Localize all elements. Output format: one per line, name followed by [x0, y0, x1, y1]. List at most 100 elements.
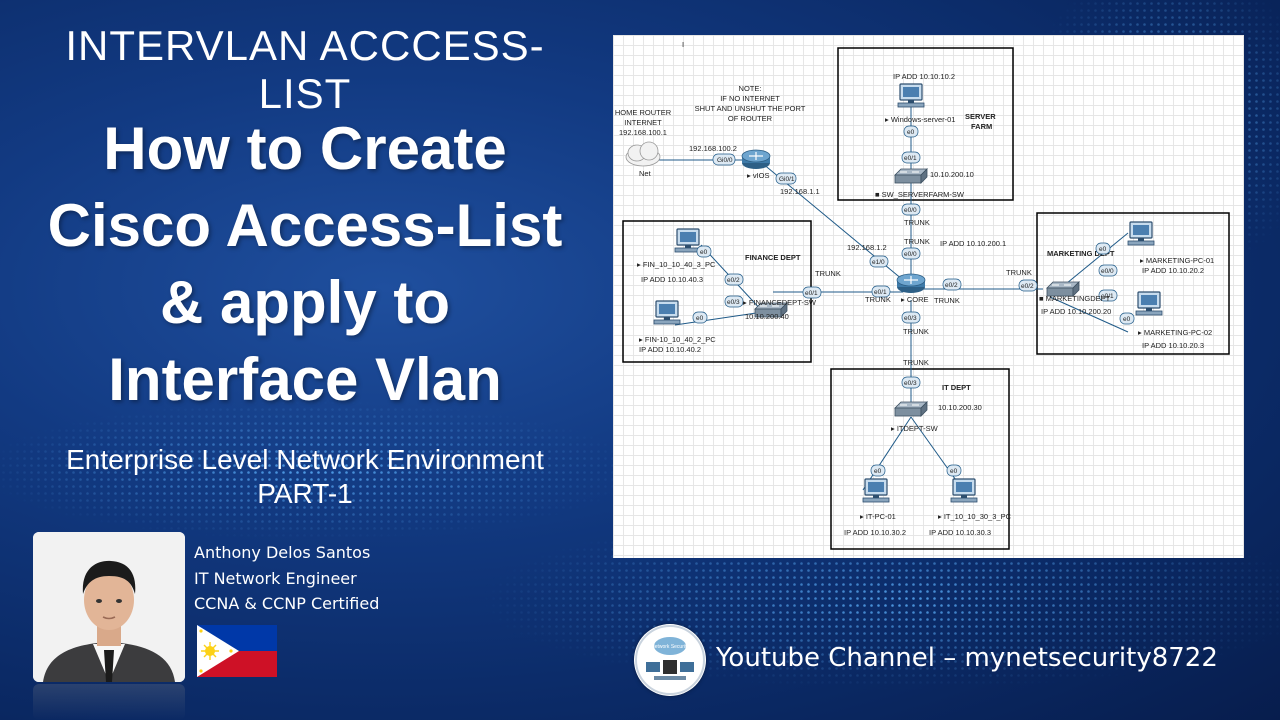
- core-e01-port: [871, 285, 891, 298]
- core-e10-label: e1/0: [872, 259, 885, 266]
- trunk-label-core-left: TRUNK: [865, 295, 891, 304]
- server-farm-group: [837, 47, 1014, 201]
- server-e0-port: [903, 125, 919, 138]
- trunk-label-marketing: TRUNK: [1006, 268, 1032, 277]
- core-vlan-ip: IP ADD 10.10.200.1: [940, 239, 1006, 248]
- trunk-label-core-bottom: TRUNK: [903, 327, 929, 336]
- core-e02-port: [942, 278, 962, 291]
- vios-gi00-ip: 192.168.100.2: [689, 144, 737, 153]
- finance-pc2-name: ▸ FIN-10_10_40_2_PC: [639, 335, 716, 344]
- serverfarm-sw-e00-port: [901, 203, 921, 216]
- trunk-label-core-right: TRUNK: [934, 296, 960, 305]
- note-line-1: NOTE:: [739, 84, 762, 93]
- author-role: IT Network Engineer: [194, 568, 357, 588]
- it-pc1-ip: IP ADD 10.10.30.2: [844, 528, 906, 537]
- server-ip: IP ADD 10.10.10.2: [893, 72, 955, 81]
- topology-canvas: I NOTE: IF NO INTERNET SHUT AND UNSHUT T…: [615, 40, 1230, 550]
- network-security-logo-icon: Network Security: [635, 625, 705, 695]
- core-e03-label: e0/3: [904, 315, 917, 322]
- author-info: Anthony Delos Santos IT Network Engineer…: [194, 540, 379, 617]
- it-sw-e03-port: [901, 376, 921, 389]
- author-name: Anthony Delos Santos: [194, 543, 371, 562]
- logo-text: Network Security: [651, 644, 689, 650]
- finance-pc2-icon: [653, 300, 681, 325]
- router-note: NOTE: IF NO INTERNET SHUT AND UNSHUT THE…: [695, 84, 806, 123]
- marketing-pc1-e0-label: e0: [1099, 246, 1107, 253]
- author-certification: CCNA & CCNP Certified: [194, 594, 380, 613]
- marketing-pc2-icon: [1135, 291, 1163, 316]
- marketing-sw-e02-label: e0/2: [1021, 283, 1034, 290]
- core-router-icon: [896, 273, 926, 294]
- finance-sw-ip: 10.10.200.40: [745, 312, 789, 321]
- finance-sw-e01-label: e0/1: [805, 290, 818, 297]
- it-pc2-e0-label: e0: [950, 468, 958, 475]
- vios-gi01-label: Gi0/1: [779, 176, 795, 183]
- serverfarm-sw-e01-port: [901, 151, 921, 164]
- vios-label: ▸ vIOS: [747, 171, 770, 180]
- finance-sw-e02-port: [724, 273, 744, 286]
- series-title: INTERVLAN ACCCESS-LIST: [65, 22, 545, 117]
- trunk-label-server: TRUNK: [904, 218, 930, 227]
- headline: How to Create Cisco Access-List & apply …: [10, 110, 600, 418]
- core-e01-label: e0/1: [874, 289, 887, 296]
- serverfarm-sw-name: ■ SW_SERVERFARM-SW: [875, 190, 965, 199]
- finance-pc1-e0-port: [696, 245, 712, 258]
- note-line-3: SHUT AND UNSHUT THE PORT: [695, 104, 806, 113]
- serverfarm-sw-e01-label: e0/1: [904, 155, 917, 162]
- headline-line-1: How to Create: [103, 115, 507, 182]
- marketing-pc1-name: ▸ MARKETING-PC-01: [1140, 256, 1214, 265]
- it-pc1-name: ▸ IT-PC-01: [860, 512, 896, 521]
- finance-sw-e01-port: [802, 286, 822, 299]
- finance-pc2-e0-label: e0: [696, 315, 704, 322]
- marketing-pc2-e0-port: [1119, 312, 1135, 325]
- it-switch-icon: [894, 401, 928, 417]
- it-sw-e03-label: e0/3: [904, 380, 917, 387]
- diagram-marker: I: [682, 40, 684, 49]
- author-photo-reflection: [33, 684, 185, 720]
- it-pc2-icon: [950, 478, 978, 503]
- philippine-flag-icon: [197, 625, 277, 677]
- it-pc2-e0-port: [946, 464, 962, 477]
- marketing-sw-e00-port: [1098, 264, 1118, 277]
- vios-gi00-port: [712, 153, 736, 166]
- finance-pc2-e0-port: [692, 311, 708, 324]
- marketing-sw-e01-label: e0/1: [1101, 293, 1114, 300]
- channel-logo: Network Security: [634, 624, 706, 696]
- marketing-pc2-e0-label: e0: [1123, 316, 1131, 323]
- marketing-pc2-name: ▸ MARKETING-PC-02: [1138, 328, 1212, 337]
- home-router-line-1: HOME ROUTER: [615, 108, 672, 117]
- note-line-4: OF ROUTER: [728, 114, 773, 123]
- trunk-label-it: TRUNK: [903, 358, 929, 367]
- finance-pc1-icon: [674, 228, 702, 253]
- vios-gi01-port: [775, 172, 797, 185]
- subtitle-line-2: PART-1: [257, 478, 353, 509]
- trunk-label-core-top: TRUNK: [904, 237, 930, 246]
- it-pc1-e0-label: e0: [874, 468, 882, 475]
- server-e0-label: e0: [907, 129, 915, 136]
- vios-router-icon: [741, 149, 771, 170]
- trunk-label-finance: TRUNK: [815, 269, 841, 278]
- network-topology-diagram: I NOTE: IF NO INTERNET SHUT AND UNSHUT T…: [613, 35, 1244, 558]
- note-line-2: IF NO INTERNET: [720, 94, 780, 103]
- core-gi-ip: 192.168.1.2: [847, 243, 887, 252]
- vios-gi01-ip: 192.168.1.1: [780, 187, 820, 196]
- core-e03-port: [901, 311, 921, 324]
- core-e02-label: e0/2: [945, 282, 958, 289]
- it-sw-name: ▸ ITDEPT-SW: [891, 424, 939, 433]
- home-router-line-2: INTERNET: [624, 118, 662, 127]
- marketing-pc2-ip: IP ADD 10.10.20.3: [1142, 341, 1204, 350]
- server-farm-title-1: SERVER: [965, 112, 996, 121]
- server-name: ▸ Windows-server-01: [885, 115, 955, 124]
- it-pc1-e0-port: [870, 464, 886, 477]
- vios-gi00-label: Gi0/0: [717, 157, 733, 164]
- marketing-title: MARKETING DEPT: [1047, 249, 1115, 258]
- channel-text: Youtube Channel – mynetsecurity8722: [716, 643, 1218, 673]
- finance-pc1-ip: IP ADD 10.10.40.3: [641, 275, 703, 284]
- finance-title: FINANCE DEPT: [745, 253, 801, 262]
- server-farm-title-2: FARM: [971, 122, 992, 131]
- net-label: Net: [639, 169, 652, 178]
- headline-line-3: & apply to: [159, 269, 450, 336]
- finance-pc2-ip: IP ADD 10.10.40.2: [639, 345, 701, 354]
- serverfarm-sw-ip: 10.10.200.10: [930, 170, 974, 179]
- subtitle: Enterprise Level Network Environment PAR…: [10, 443, 600, 511]
